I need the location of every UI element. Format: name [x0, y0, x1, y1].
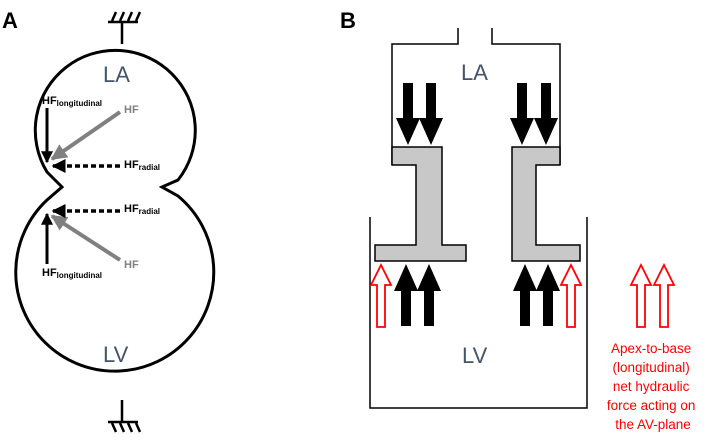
caption-line: force acting on — [607, 398, 696, 413]
panel-b-letter: B — [340, 8, 356, 33]
caption-line: Apex-to-base — [611, 341, 691, 356]
lower-hf-radial-label: HFradial — [124, 203, 160, 216]
net-force-arrows — [369, 262, 676, 328]
up-arrow — [394, 264, 418, 326]
lower-hf-longitudinal-label: HFlongitudinal — [42, 267, 102, 280]
panel-b-la-label: LA — [461, 60, 488, 85]
heart-outline — [14, 48, 216, 373]
upper-hf-longitudinal-label: HFlongitudinal — [42, 95, 102, 108]
panel-a-lv-label: LV — [103, 342, 129, 367]
av-plane-right-shape — [511, 146, 581, 262]
net-force-arrow — [559, 262, 583, 328]
atrium-wall-right — [491, 28, 561, 165]
atrium-wall-left — [391, 28, 459, 165]
net-force-caption: Apex-to-base (longitudinal) net hydrauli… — [607, 341, 699, 432]
panel-b-lv-label: LV — [462, 343, 488, 368]
down-arrow — [419, 83, 443, 145]
caption-line: the AV-plane — [615, 417, 691, 432]
panel-a-letter: A — [2, 8, 18, 33]
panel-b: B LA LV — [340, 8, 699, 432]
lower-hf-resultant-label: HF — [124, 259, 139, 271]
ventricle-wall — [369, 217, 588, 409]
atrial-pressure-arrows — [396, 83, 558, 145]
up-arrow — [536, 264, 560, 326]
av-plane-left-shape — [374, 146, 467, 262]
up-arrow — [513, 264, 537, 326]
lower-resultant-arrow — [50, 214, 122, 262]
upper-hf-resultant-label: HF — [124, 104, 139, 116]
caption-line: (longitudinal) — [612, 360, 689, 375]
ventricular-pressure-arrows — [394, 264, 560, 326]
panel-a-la-label: LA — [103, 62, 130, 87]
net-force-arrow — [629, 262, 653, 328]
upper-resultant-arrow — [50, 110, 122, 161]
down-arrow — [534, 83, 558, 145]
down-arrow — [396, 83, 420, 145]
bottom-anchor — [108, 400, 142, 433]
top-anchor — [108, 11, 142, 44]
panel-a: A LA LV HFlongitudinal HF HFra — [2, 8, 216, 433]
net-force-arrow — [369, 262, 393, 328]
down-arrow — [510, 83, 534, 145]
net-force-arrow — [652, 262, 676, 328]
upper-hf-radial-label: HFradial — [124, 159, 160, 172]
caption-line: net hydraulic — [613, 379, 690, 394]
up-arrow — [417, 264, 441, 326]
